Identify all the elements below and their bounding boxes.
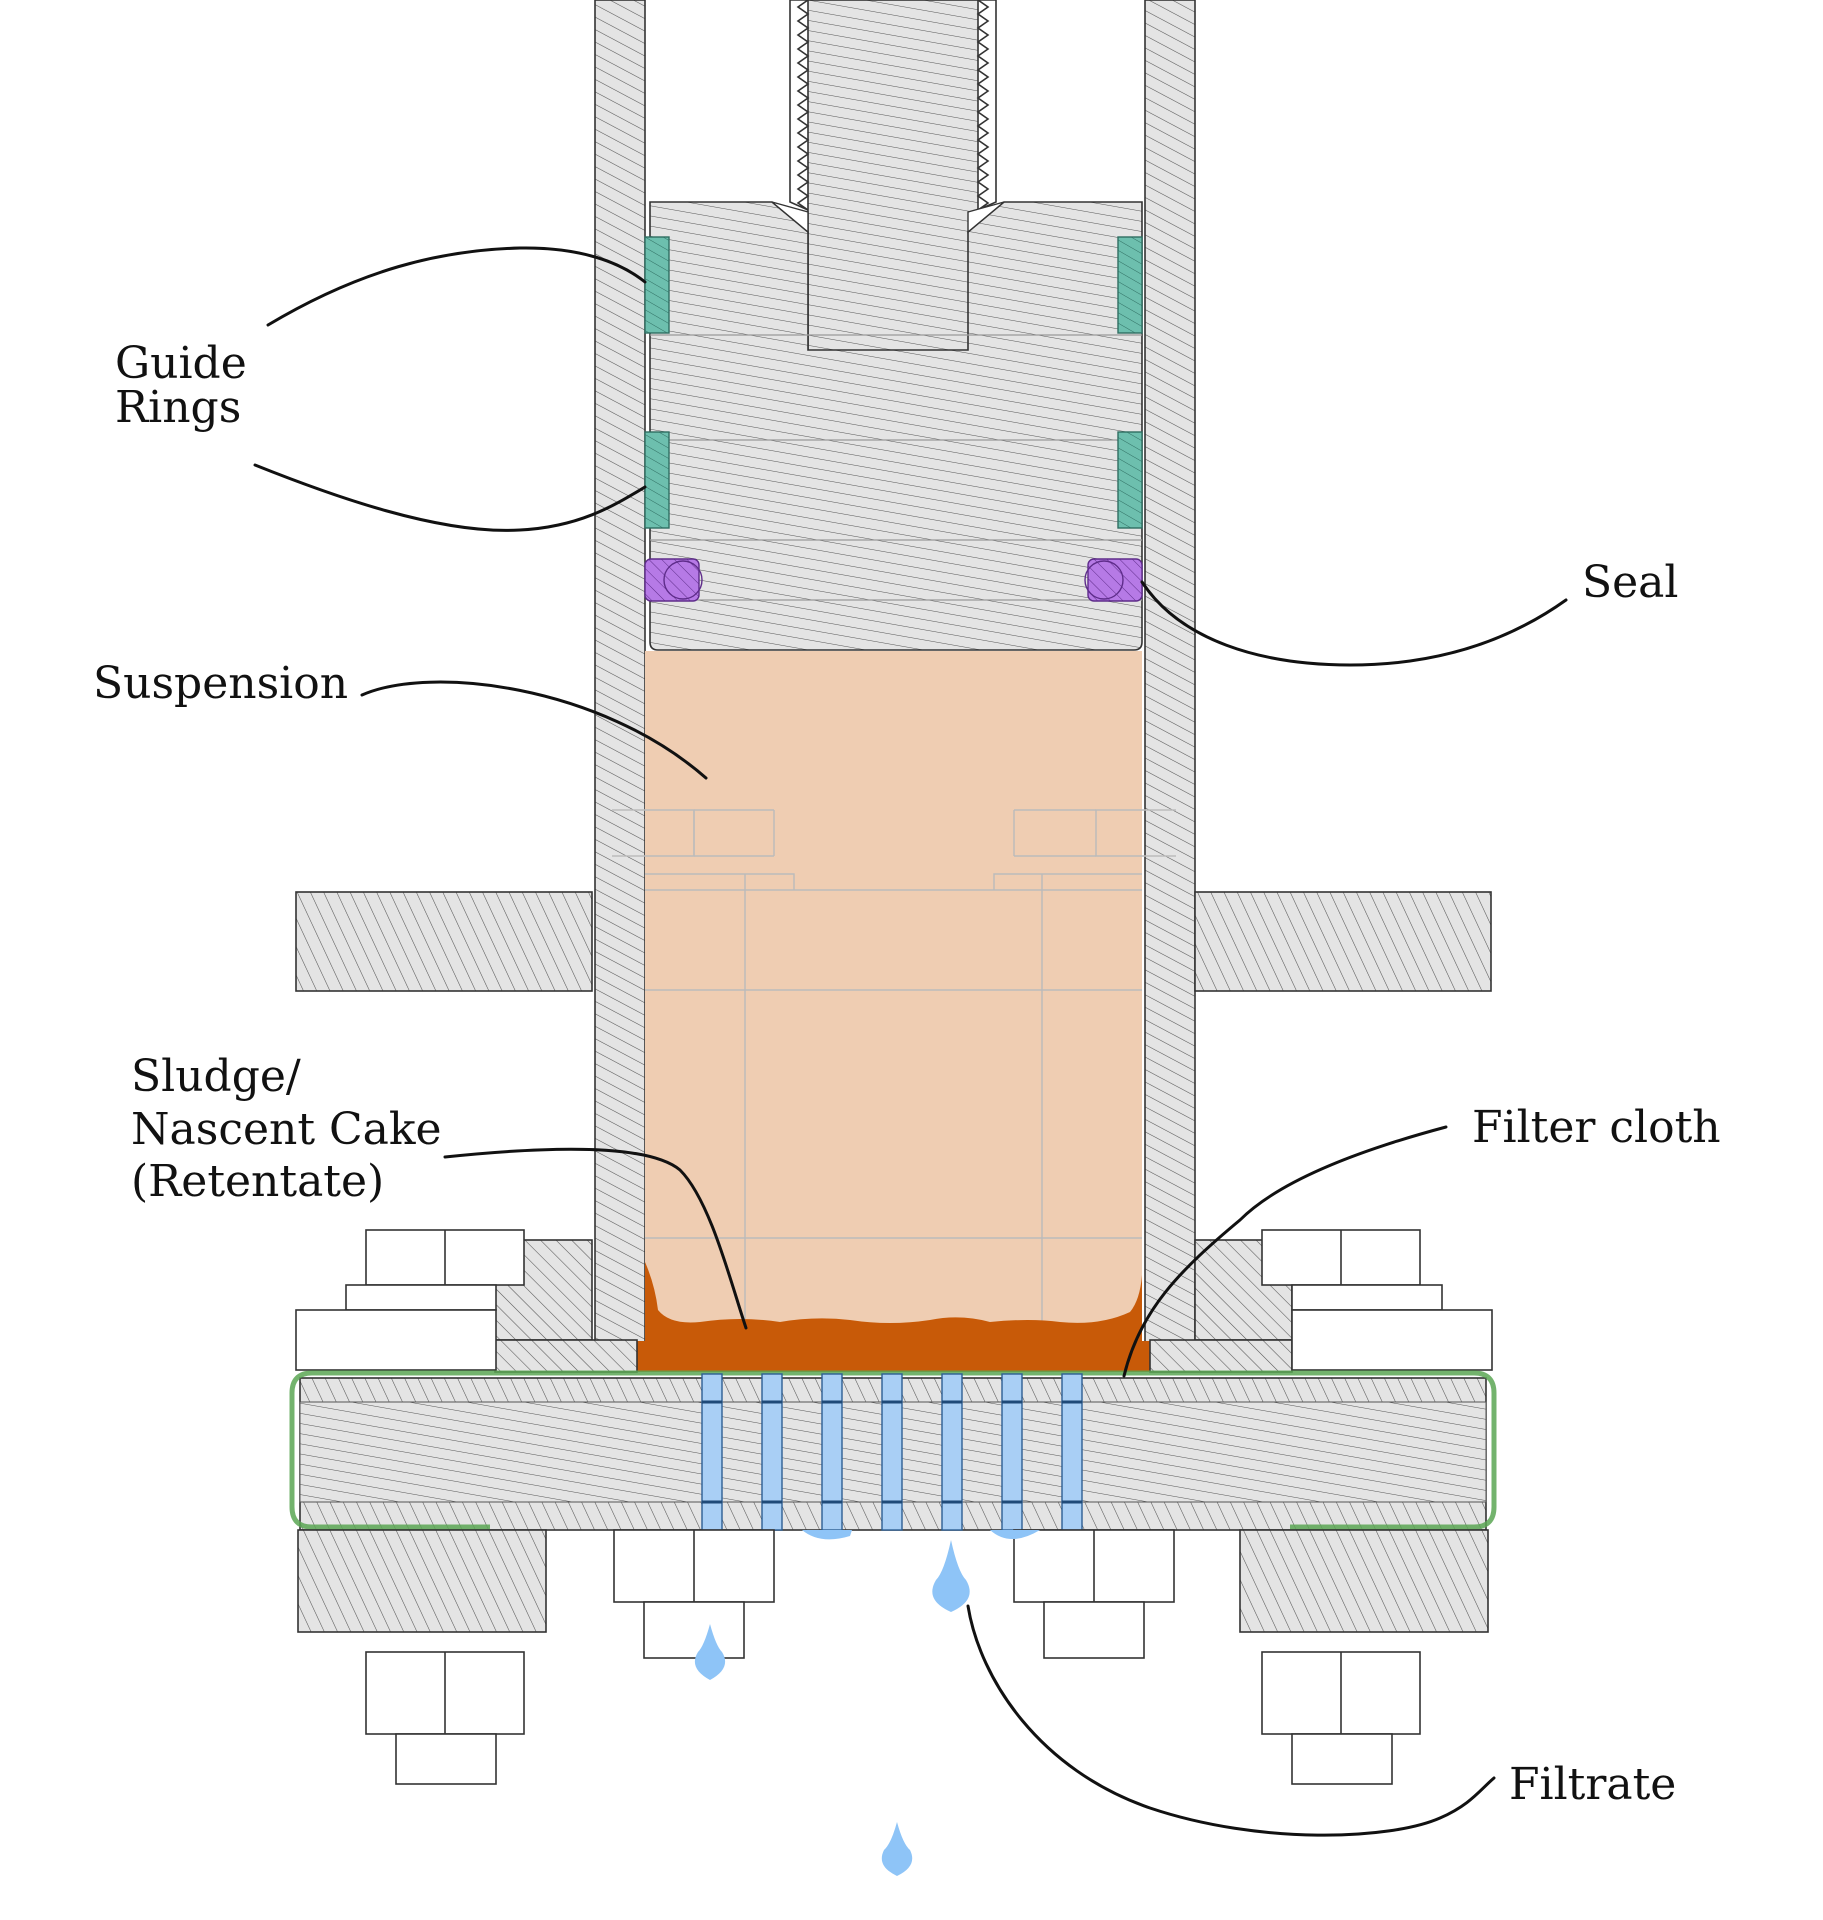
nut-lower-inner-right xyxy=(1013,1529,1175,1659)
bolt-head-upper-right xyxy=(1261,1229,1493,1371)
filtrate-drops xyxy=(694,1530,1040,1876)
side-flange-right xyxy=(1194,891,1492,992)
suspension-chamber xyxy=(645,651,1142,1341)
drainage-channel xyxy=(941,1373,963,1531)
side-flange-left xyxy=(295,891,593,992)
ghost-hardware-lines xyxy=(612,809,1176,1341)
piston xyxy=(649,201,1143,651)
collar-strip-right xyxy=(1149,1339,1293,1373)
nut-lower-outer-left xyxy=(365,1651,525,1785)
label-guide-rings-1: Guide xyxy=(115,338,247,389)
lower-flange-right xyxy=(1239,1529,1489,1633)
leader-filter-cloth xyxy=(1122,1125,1448,1378)
threaded-spindle xyxy=(789,0,997,356)
bolt-head-upper-left xyxy=(295,1229,525,1371)
nut-lower-inner-left xyxy=(613,1529,775,1659)
seal-right xyxy=(1084,558,1143,602)
drainage-channel xyxy=(761,1373,783,1531)
spindle-thread-left xyxy=(789,0,810,211)
leader-suspension xyxy=(360,680,708,780)
leader-guide-ring-lower xyxy=(253,463,647,532)
drainage-channel xyxy=(881,1373,903,1531)
label-filter-cloth: Filter cloth xyxy=(1472,1102,1721,1153)
guide-ring-lower-right xyxy=(1117,431,1143,529)
label-sludge-2: Nascent Cake xyxy=(131,1104,442,1155)
nut-lower-outer-right xyxy=(1261,1651,1421,1785)
label-seal: Seal xyxy=(1582,557,1679,608)
label-sludge-3: (Retentate) xyxy=(131,1156,384,1207)
cylinder-wall-right xyxy=(1144,0,1196,1346)
leader-guide-ring-upper xyxy=(266,246,647,327)
label-sludge-1: Sludge/ xyxy=(131,1051,301,1102)
guide-ring-upper-left xyxy=(644,236,670,334)
drainage-channel xyxy=(1001,1373,1023,1531)
guide-ring-upper-right xyxy=(1117,236,1143,334)
drainage-channel xyxy=(701,1373,723,1531)
cylinder-wall-left xyxy=(594,0,646,1346)
sludge-cake xyxy=(637,1262,1150,1372)
drainage-channels xyxy=(701,1373,1083,1531)
spindle-thread-right xyxy=(976,0,997,211)
seal-left xyxy=(644,558,703,602)
leader-sludge xyxy=(443,1147,748,1330)
label-filtrate: Filtrate xyxy=(1509,1759,1676,1810)
leader-filtrate xyxy=(966,1604,1496,1837)
leader-seal xyxy=(1140,580,1568,667)
lower-flange-left xyxy=(297,1529,547,1633)
collar-strip-left xyxy=(494,1339,638,1373)
drainage-channel xyxy=(1061,1373,1083,1531)
label-guide-rings-2: Rings xyxy=(115,382,241,433)
guide-ring-lower-left xyxy=(644,431,670,529)
filter-cloth xyxy=(289,1370,1497,1530)
drainage-channel xyxy=(821,1373,843,1531)
label-suspension: Suspension xyxy=(93,658,348,709)
